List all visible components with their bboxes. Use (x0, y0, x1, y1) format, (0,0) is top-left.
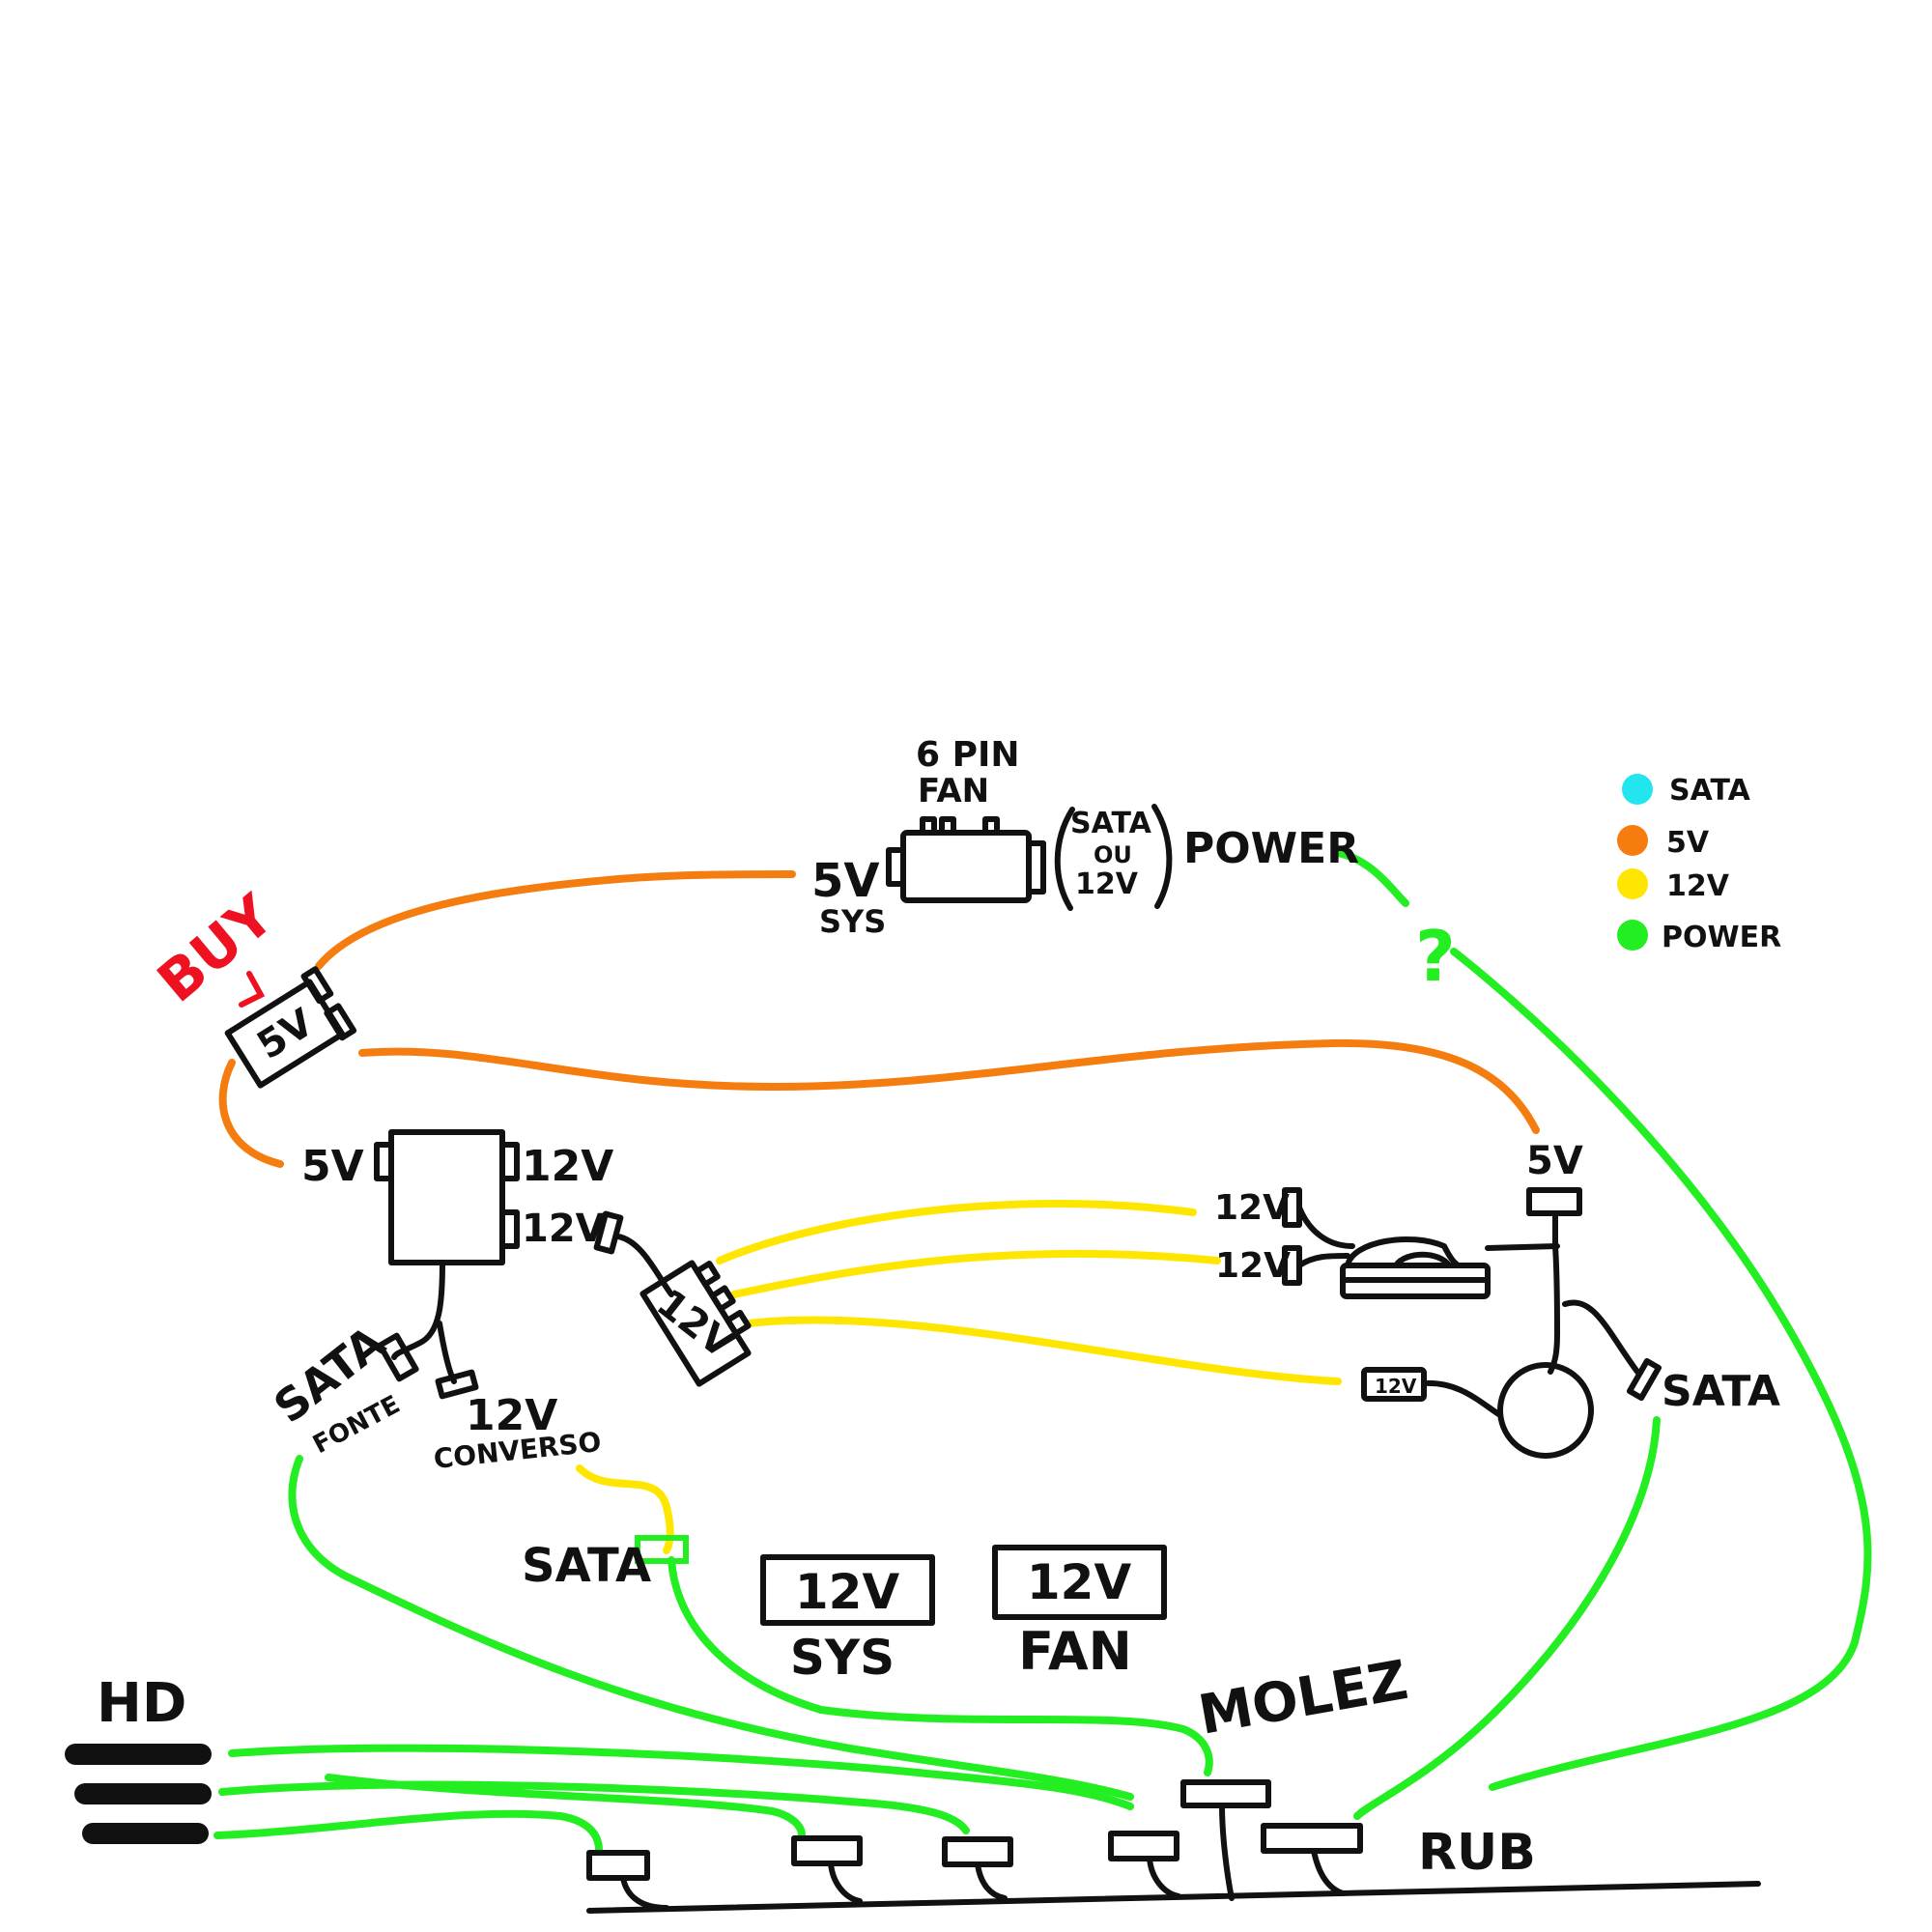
wire-power-hd-3 (213, 1809, 603, 1854)
legend-swatch-5v (1617, 825, 1648, 856)
label-molez: MOLEZ (1194, 1649, 1412, 1747)
buy-label: BUY (145, 881, 287, 1014)
sata-mid-connector (635, 1535, 689, 1564)
wire-power-question-to-rub (1450, 948, 1872, 1791)
legend-label-12v: 12V (1666, 869, 1730, 903)
label-conv-12v-b: 12V (522, 1207, 606, 1251)
wire-power-top-to-question (1334, 849, 1409, 907)
legend-swatch-sata (1622, 774, 1653, 805)
box-sys-frame (760, 1554, 935, 1626)
top-module (886, 804, 1173, 911)
label-fan-top: FAN (918, 772, 989, 810)
legend-swatch-power (1617, 920, 1648, 951)
hub (586, 1779, 1761, 1914)
label-5v-sys: 5V (811, 854, 880, 908)
wire-power-hd-4 (325, 1774, 806, 1839)
wire-power-sata-mid-to-molez (668, 1556, 1213, 1776)
hd-stack (65, 1744, 212, 1844)
label-fan-12v: 12V (1375, 1375, 1417, 1398)
wire-power-sata-fonte-to-hub (288, 1455, 1134, 1801)
wire-5v-buy-to-sys (315, 870, 796, 970)
wire-12v-splitter-to-fan (745, 1316, 1342, 1385)
buy-arrow (239, 971, 266, 1008)
label-question: ? (1415, 916, 1456, 997)
wires-12v (576, 1199, 1342, 1554)
label-hd: HD (97, 1672, 186, 1735)
paren-right (1151, 804, 1173, 909)
wire-power-hd-1 (228, 1744, 1134, 1810)
label-ou: OU (1094, 841, 1132, 868)
buy-5v-adapter: 5V (224, 966, 357, 1089)
legend: SATA 5V 12V POWER (1617, 774, 1781, 954)
label-board-12v-a: 12V (1214, 1188, 1290, 1228)
label-sys-top: SYS (819, 903, 886, 940)
wire-5v-buy-to-converter (218, 1059, 284, 1168)
wires-5v (218, 870, 1540, 1168)
label-12v-paren: 12V (1075, 867, 1139, 901)
wires-power (213, 849, 1872, 1854)
wire-12v-splitter-to-board-b (730, 1249, 1221, 1298)
wire-power-sata-right-to-hub (1353, 1416, 1661, 1820)
wire-power-hd-2 (218, 1780, 970, 1834)
label-board-5v: 5V (1526, 1139, 1583, 1183)
label-6pin: 6 PIN (916, 735, 1020, 775)
splitter-input-wire (615, 1234, 674, 1297)
label-box-fan-12v: 12V (1027, 1554, 1132, 1610)
legend-label-power: POWER (1662, 921, 1781, 954)
label-rub: RUB (1418, 1824, 1536, 1882)
label-sata-right: SATA (1662, 1367, 1780, 1416)
label-conv-12v-a: 12V (522, 1142, 613, 1191)
label-box-sys: SYS (790, 1630, 895, 1686)
splitter-input-plug (593, 1210, 624, 1255)
label-sata-mid: SATA (522, 1539, 651, 1593)
legend-label-5v: 5V (1666, 826, 1710, 860)
label-power: POWER (1183, 824, 1359, 873)
label-box-sys-12v: 12V (795, 1564, 900, 1620)
paren-left (1054, 807, 1075, 911)
wire-5v-buy-to-board (358, 1038, 1540, 1134)
right-board (1282, 1187, 1662, 1459)
label-box-fan: FAN (1018, 1621, 1132, 1682)
label-conv-5v: 5V (301, 1142, 364, 1191)
label-board-12v-b: 12V (1215, 1246, 1291, 1286)
box-fan-frame (992, 1545, 1167, 1620)
wire-12v-splitter-to-board-a (716, 1199, 1197, 1264)
label-12v-conv: 12V (466, 1391, 557, 1440)
label-sata-paren: SATA (1070, 807, 1152, 840)
legend-swatch-12v (1617, 868, 1648, 899)
converter-box (374, 1129, 520, 1400)
legend-label-sata: SATA (1669, 774, 1751, 808)
